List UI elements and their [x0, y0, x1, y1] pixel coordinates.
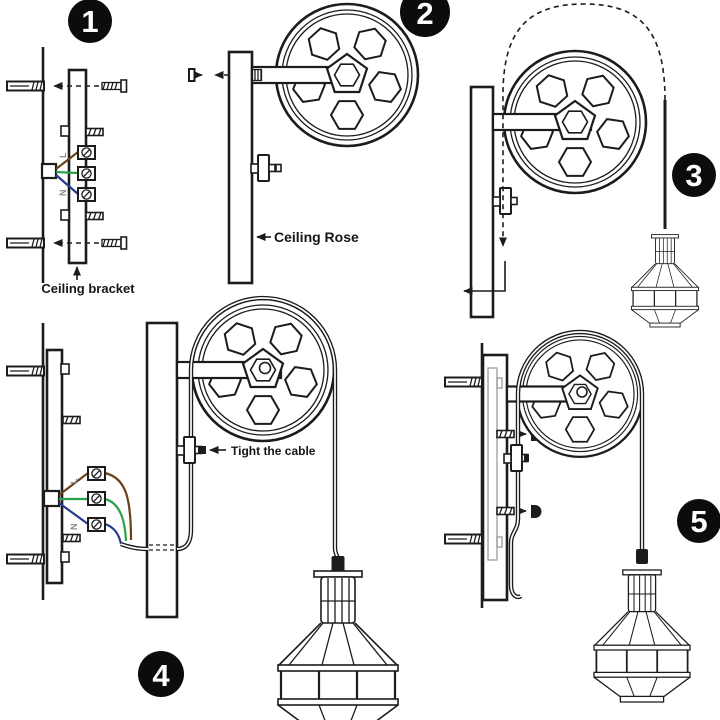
- threaded-stub: [251, 68, 263, 82]
- step-1-group: L N Ceiling bracket: [6, 47, 135, 296]
- screw-cover-cap: [531, 505, 542, 518]
- live-wire: [58, 472, 89, 496]
- ceiling-rose-plate: [227, 50, 254, 285]
- arm-bolt: [258, 361, 272, 375]
- ceiling-rose-plate: [481, 353, 509, 602]
- bracket-lug: [60, 209, 70, 221]
- wall-anchor-icon: [6, 365, 45, 377]
- pull-down-arrow: [463, 261, 506, 295]
- junction-box: [40, 162, 58, 180]
- step-5-badge: [677, 499, 720, 543]
- wall-anchor-icon: [444, 376, 483, 388]
- screw-icon: [101, 79, 128, 93]
- screw-plug-icon: [62, 533, 81, 543]
- screw-plug-icon: [496, 506, 515, 516]
- clamp-screw-cap: [198, 446, 206, 454]
- cable: [508, 394, 523, 600]
- step-1-badge: [68, 0, 112, 43]
- wire-terminal-icon: [87, 517, 106, 532]
- wire-terminal-icon: [77, 166, 96, 181]
- step-4-number: 4: [152, 658, 170, 693]
- lamp-socket-cap: [636, 549, 648, 564]
- live-wire-label: L: [58, 152, 68, 158]
- live-wire: [104, 471, 133, 541]
- wire-terminal-icon: [77, 145, 96, 160]
- screw-plug-icon: [62, 415, 81, 425]
- bracket-lug: [60, 363, 70, 375]
- bracket-lug: [496, 377, 503, 389]
- cage-lamp-icon: [593, 569, 691, 703]
- bolt-head-icon: [188, 68, 196, 82]
- tight-cable-label: Tight the cable: [231, 444, 316, 458]
- step-3-number: 3: [685, 158, 702, 193]
- screw-plug-icon: [85, 211, 104, 221]
- arm-bolt: [576, 386, 588, 398]
- screw-icon: [101, 236, 128, 250]
- neutral-wire-label: N: [69, 524, 79, 531]
- neutral-wire: [55, 174, 79, 195]
- bracket-lug: [60, 551, 70, 563]
- ceiling-rose-plate: [145, 321, 179, 619]
- step-2-group: Ceiling Rose: [188, 4, 418, 285]
- ceiling-rose-label: Ceiling Rose: [274, 229, 359, 245]
- cable-clamp-icon: [250, 154, 276, 182]
- wall-anchor-icon: [444, 533, 483, 545]
- bracket-lug: [496, 536, 503, 548]
- cage-lamp-icon: [630, 233, 700, 328]
- bracket-plate-inner: [487, 367, 498, 561]
- neutral-wire-label: N: [58, 190, 68, 197]
- live-wire: [55, 151, 79, 170]
- step-1-number: 1: [81, 4, 98, 39]
- bracket-lug: [60, 125, 70, 137]
- cable-core: [176, 297, 339, 559]
- wall-anchor-icon: [6, 553, 45, 565]
- clamp-knob: [524, 455, 529, 461]
- cable-core: [510, 394, 522, 598]
- cage-lamp-icon: [276, 569, 400, 720]
- screw-plug-icon: [496, 429, 515, 439]
- cable-clamp-icon: [492, 187, 518, 215]
- step-4-badge: [138, 651, 184, 697]
- wall-anchor-icon: [6, 80, 45, 92]
- step-5-number: 5: [690, 504, 707, 539]
- wire-terminal-icon: [87, 491, 106, 506]
- step-5-group: [444, 329, 691, 703]
- wall-anchor-icon: [6, 237, 45, 249]
- clamp-knob: [275, 163, 282, 173]
- ceiling-bracket-label: Ceiling bracket: [41, 281, 135, 296]
- neutral-wire: [104, 522, 123, 545]
- earth-wire: [55, 170, 79, 175]
- ceiling-rose-plate: [469, 85, 495, 319]
- step-2-number: 2: [416, 0, 433, 31]
- cable-clamp-icon: [176, 436, 202, 464]
- cable-core: [517, 331, 643, 550]
- live-wire-label: L: [69, 478, 79, 484]
- junction-box: [42, 489, 61, 508]
- step-4-group: L N Tight the cable: [6, 295, 400, 720]
- step-3-badge: [672, 153, 716, 197]
- lamp-socket-cap: [331, 556, 345, 573]
- step-3-group: [463, 3, 700, 328]
- ceiling-bracket-plate: [45, 348, 64, 585]
- wire-terminal-icon: [87, 466, 106, 481]
- earth-wire: [104, 497, 128, 542]
- step-badges: 1 2 3 4 5: [68, 0, 720, 697]
- neutral-wire: [58, 502, 89, 525]
- wire-terminal-icon: [77, 187, 96, 202]
- screw-plug-icon: [85, 127, 104, 137]
- cable-threading-path: [499, 3, 666, 247]
- step-2-badge: [400, 0, 450, 37]
- cable-core: [120, 543, 149, 550]
